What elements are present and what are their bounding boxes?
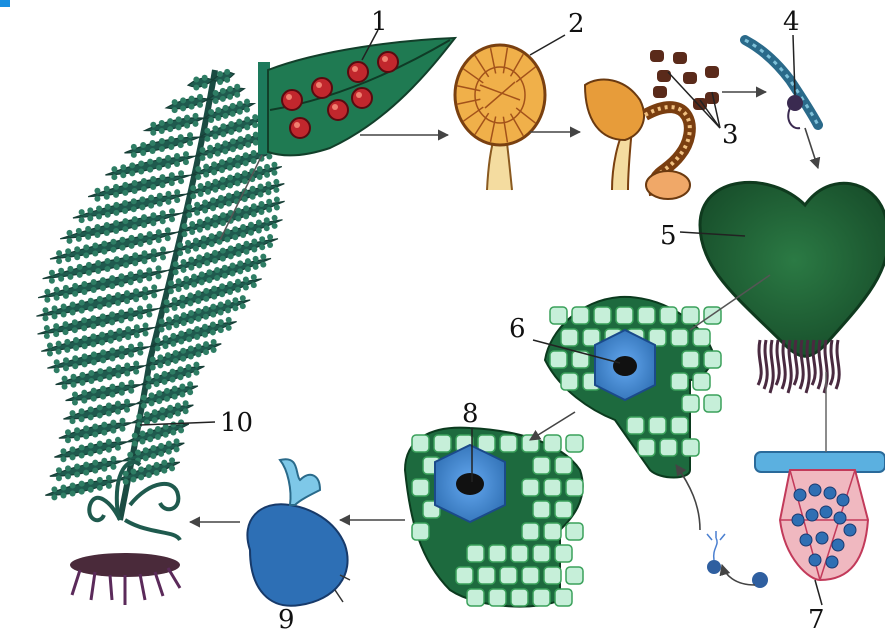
sperm-cell — [809, 484, 821, 496]
fertilized-archegonium — [405, 428, 583, 607]
sorus — [352, 88, 372, 108]
corner-mark — [0, 0, 10, 7]
spore — [657, 70, 671, 82]
label-5: 5 — [660, 221, 677, 251]
pinna — [159, 279, 262, 309]
sperm-cell — [806, 509, 818, 521]
label-2-leader — [530, 35, 565, 55]
label-9: 9 — [278, 605, 295, 633]
antheridium — [755, 372, 885, 580]
sperm-cell — [832, 539, 844, 551]
label-3: 3 — [722, 120, 739, 150]
spore — [705, 66, 719, 78]
label-2: 2 — [568, 9, 585, 39]
prothallus — [700, 182, 885, 393]
sperm-cell — [820, 506, 832, 518]
label-1: 1 — [371, 7, 388, 37]
sperm-cell — [809, 554, 821, 566]
sperm-cell — [844, 524, 856, 536]
sorus — [312, 78, 332, 98]
rhizome — [70, 553, 180, 605]
label-10: 10 — [220, 408, 253, 438]
sperm-cell — [826, 556, 838, 568]
label-7-leader — [815, 580, 822, 605]
sperm-cell — [816, 532, 828, 544]
spore — [653, 86, 667, 98]
sperm-cell — [794, 489, 806, 501]
sorus — [348, 62, 368, 82]
label-6: 6 — [509, 314, 526, 344]
spore — [683, 72, 697, 84]
sperm-cell — [792, 514, 804, 526]
spore — [650, 50, 664, 62]
arrow-sperm-curve — [722, 565, 755, 585]
young-sporophyte — [247, 459, 350, 606]
sperm-cell — [824, 487, 836, 499]
free-sperm — [707, 531, 768, 588]
spore — [673, 52, 687, 64]
dehiscing-sporangium — [585, 50, 719, 199]
fern-frond — [36, 69, 284, 605]
label-8: 8 — [462, 399, 479, 429]
sorus — [328, 100, 348, 120]
label-4: 4 — [783, 7, 800, 37]
sorus — [378, 52, 398, 72]
sorus — [282, 90, 302, 110]
germinating-spore — [745, 40, 818, 128]
sperm-cell — [800, 534, 812, 546]
label-7: 7 — [808, 605, 825, 633]
sperm-cell — [834, 512, 846, 524]
arrow-4-to-5 — [805, 128, 818, 168]
sperm-cell — [837, 494, 849, 506]
sorus — [290, 118, 310, 138]
spore — [693, 98, 707, 110]
sporangium — [455, 45, 545, 190]
pinna-with-sori — [258, 38, 455, 155]
